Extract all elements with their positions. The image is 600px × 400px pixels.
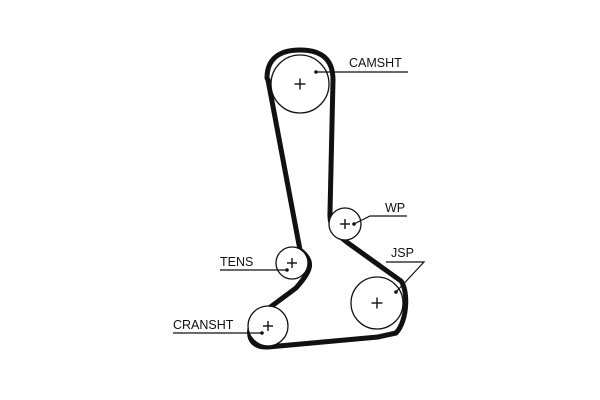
jsp-pulley xyxy=(350,276,404,330)
tensioner-pulley xyxy=(275,246,309,280)
tensioner-leader xyxy=(220,268,289,272)
crankshaft-label: CRANSHT xyxy=(173,318,234,332)
water-pump-label: WP xyxy=(385,201,405,215)
jsp-label: JSP xyxy=(391,246,414,260)
camshaft-label: CAMSHT xyxy=(349,56,402,70)
timing-belt xyxy=(247,47,409,350)
jsp-leader xyxy=(386,261,426,294)
water-pump-leader xyxy=(352,215,407,226)
crankshaft-pulley xyxy=(247,305,289,347)
tensioner-label: TENS xyxy=(220,255,253,269)
camshaft-pulley xyxy=(270,54,330,114)
crankshaft-leader xyxy=(173,331,264,335)
water-pump-pulley xyxy=(328,207,362,241)
camshaft-leader xyxy=(314,70,408,74)
